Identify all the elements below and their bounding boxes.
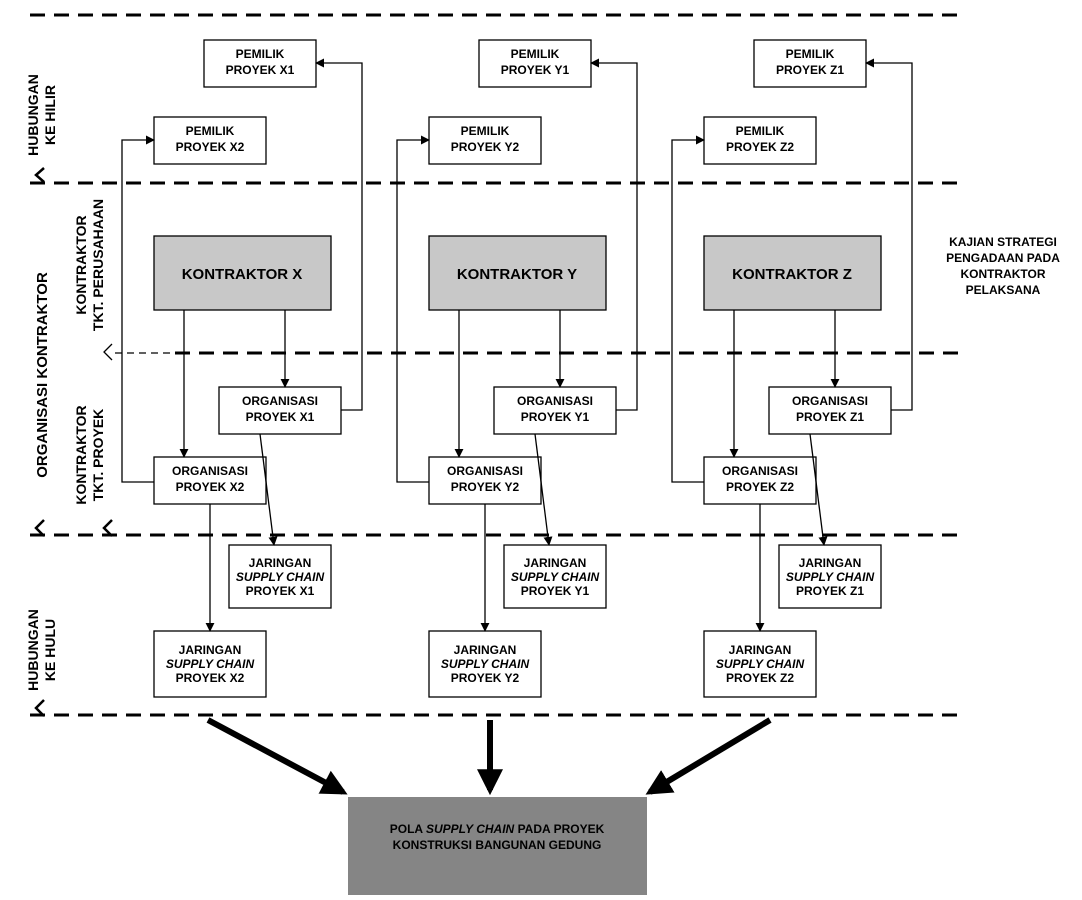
jaringan-1-y-line-2: SUPPLY CHAIN bbox=[511, 570, 600, 584]
note-line-4: PELAKSANA bbox=[966, 283, 1041, 297]
label-hulu-1: HUBUNGAN bbox=[25, 609, 41, 691]
pemilik-1-z-box bbox=[753, 39, 867, 88]
pemilik-1-x-line-2: PROYEK X1 bbox=[226, 63, 295, 77]
kontraktor-x-box bbox=[153, 235, 332, 311]
conn-org1-jaringan1-x bbox=[259, 433, 278, 546]
conn-org1-jaringan1-y bbox=[534, 433, 553, 546]
final-line-1: POLA SUPPLY CHAIN PADA PROYEK bbox=[390, 822, 605, 836]
kontraktor-z-box bbox=[703, 235, 882, 311]
kontraktor-z-label: KONTRAKTOR Z bbox=[732, 266, 852, 283]
organisasi-1-y-box bbox=[493, 386, 617, 435]
conn-org2-pemilik2-z bbox=[671, 135, 705, 483]
kontraktor-x-label: KONTRAKTOR X bbox=[182, 266, 303, 283]
jaringan-1-z-box bbox=[778, 544, 882, 609]
jaringan-1-x-line-1: JARINGAN bbox=[249, 556, 312, 570]
jaringan-2-y-line-1: JARINGAN bbox=[454, 643, 517, 657]
organisasi-1-y-line-1: ORGANISASI bbox=[517, 394, 593, 408]
conn-org1-pemilik1-z bbox=[865, 58, 913, 411]
brace-organisasi bbox=[34, 519, 45, 537]
pemilik-2-z-line-1: PEMILIK bbox=[736, 124, 785, 138]
arrow-to-final-left bbox=[206, 717, 348, 795]
pemilik-1-x-line-1: PEMILIK bbox=[236, 47, 285, 61]
brace-proyek bbox=[102, 519, 113, 537]
jaringan-1-x-line-3: PROYEK X1 bbox=[246, 584, 315, 598]
conn-org2-pemilik2-y bbox=[396, 135, 430, 483]
label-hulu-2: KE HULU bbox=[42, 619, 58, 681]
conn-org2-pemilik2-x bbox=[121, 135, 155, 483]
organisasi-1-y-line-2: PROYEK Y1 bbox=[521, 410, 590, 424]
organisasi-1-z-line-1: ORGANISASI bbox=[792, 394, 868, 408]
pemilik-2-y-line-2: PROYEK Y2 bbox=[451, 140, 520, 154]
jaringan-1-z-line-1: JARINGAN bbox=[799, 556, 862, 570]
organisasi-2-y-line-2: PROYEK Y2 bbox=[451, 480, 520, 494]
jaringan-2-y-line-2: SUPPLY CHAIN bbox=[441, 657, 530, 671]
organisasi-2-x-line-2: PROYEK X2 bbox=[176, 480, 245, 494]
jaringan-2-x-line-3: PROYEK X2 bbox=[176, 671, 245, 685]
final-line-2: KONSTRUKSI BANGUNAN GEDUNG bbox=[393, 838, 602, 852]
organisasi-2-z-box bbox=[703, 456, 817, 505]
brace-hilir bbox=[34, 167, 45, 183]
jaringan-2-z-line-1: JARINGAN bbox=[729, 643, 792, 657]
jaringan-1-x-box bbox=[228, 544, 332, 609]
kontraktor-y-box bbox=[428, 235, 607, 311]
conn-org1-pemilik1-x bbox=[315, 58, 363, 411]
arrow-to-final-right bbox=[645, 717, 772, 795]
contractor-groups: PEMILIK PROYEK X1 PEMILIK PROYEK X2 KONTRAKT… bbox=[121, 39, 913, 698]
pemilik-2-x-line-1: PEMILIK bbox=[186, 124, 235, 138]
jaringan-1-z-line-3: PROYEK Z1 bbox=[796, 584, 864, 598]
organisasi-2-z-line-1: ORGANISASI bbox=[722, 464, 798, 478]
organisasi-2-y-line-1: ORGANISASI bbox=[447, 464, 523, 478]
brace-hulu bbox=[34, 699, 45, 717]
jaringan-1-y-line-1: JARINGAN bbox=[524, 556, 587, 570]
label-organisasi-kontraktor: ORGANISASI KONTRAKTOR bbox=[34, 272, 51, 478]
organisasi-1-z-box bbox=[768, 386, 892, 435]
note-line-2: PENGADAAN PADA bbox=[946, 251, 1060, 265]
jaringan-1-x-line-2: SUPPLY CHAIN bbox=[236, 570, 325, 584]
label-perusahaan-1: KONTRAKTOR bbox=[73, 215, 89, 314]
jaringan-1-y-line-3: PROYEK Y1 bbox=[521, 584, 590, 598]
jaringan-2-x-line-2: SUPPLY CHAIN bbox=[166, 657, 255, 671]
kontraktor-y-label: KONTRAKTOR Y bbox=[457, 266, 577, 283]
organisasi-2-x-line-1: ORGANISASI bbox=[172, 464, 248, 478]
jaringan-1-y-box bbox=[503, 544, 607, 609]
jaringan-2-x-line-1: JARINGAN bbox=[179, 643, 242, 657]
jaringan-2-z-line-3: PROYEK Z2 bbox=[726, 671, 794, 685]
conn-org1-jaringan1-z bbox=[809, 433, 828, 546]
note-line-3: KONTRAKTOR bbox=[960, 267, 1045, 281]
pemilik-2-y-line-1: PEMILIK bbox=[461, 124, 510, 138]
jaringan-1-z-line-2: SUPPLY CHAIN bbox=[786, 570, 875, 584]
jaringan-2-y-box bbox=[428, 630, 542, 698]
final-box bbox=[348, 797, 647, 895]
organisasi-1-x-line-2: PROYEK X1 bbox=[246, 410, 315, 424]
jaringan-2-y-line-3: PROYEK Y2 bbox=[451, 671, 520, 685]
pemilik-2-x-box bbox=[153, 116, 267, 165]
jaringan-2-z-line-2: SUPPLY CHAIN bbox=[716, 657, 805, 671]
pemilik-1-z-line-1: PEMILIK bbox=[786, 47, 835, 61]
jaringan-2-z-box bbox=[703, 630, 817, 698]
label-proyek-1: KONTRAKTOR bbox=[73, 405, 89, 504]
note-line-1: KAJIAN STRATEGI bbox=[949, 235, 1057, 249]
pemilik-2-y-box bbox=[428, 116, 542, 165]
pemilik-1-y-line-2: PROYEK Y1 bbox=[501, 63, 570, 77]
organisasi-1-x-box bbox=[218, 386, 342, 435]
conn-org1-pemilik1-y bbox=[590, 58, 638, 411]
pemilik-1-y-line-1: PEMILIK bbox=[511, 47, 560, 61]
pemilik-2-x-line-2: PROYEK X2 bbox=[176, 140, 245, 154]
organisasi-1-z-line-2: PROYEK Z1 bbox=[796, 410, 864, 424]
jaringan-2-x-box bbox=[153, 630, 267, 698]
organisasi-2-z-line-2: PROYEK Z2 bbox=[726, 480, 794, 494]
label-hilir-1: HUBUNGAN bbox=[25, 74, 41, 156]
pemilik-2-z-box bbox=[703, 116, 817, 165]
brace-perusahaan bbox=[103, 343, 113, 361]
pemilik-1-z-line-2: PROYEK Z1 bbox=[776, 63, 844, 77]
label-hilir-2: KE HILIR bbox=[42, 85, 58, 145]
organisasi-1-x-line-1: ORGANISASI bbox=[242, 394, 318, 408]
label-perusahaan-2: TKT. PERUSAHAAN bbox=[90, 199, 106, 331]
label-proyek-2: TKT. PROYEK bbox=[90, 409, 106, 502]
pemilik-1-x-box bbox=[203, 39, 317, 88]
pemilik-2-z-line-2: PROYEK Z2 bbox=[726, 140, 794, 154]
